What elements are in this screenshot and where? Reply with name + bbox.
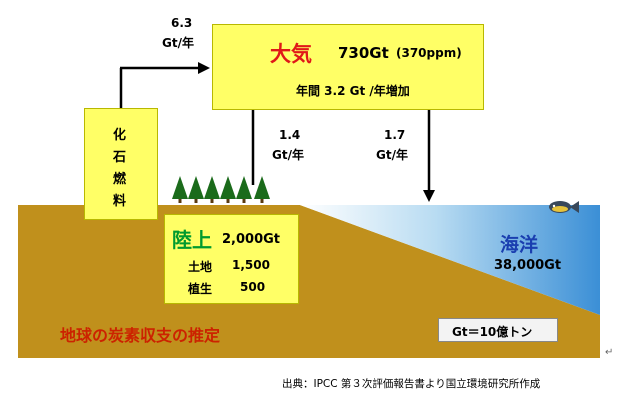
fossil-fuel-box [84, 108, 158, 220]
fossil-emission-arrow [119, 62, 210, 108]
unit-note: Gt＝10億トン [452, 325, 533, 339]
tree-icon [188, 176, 204, 203]
atmosphere-increase: 年間 3.2 Gt /年増加 [296, 84, 410, 98]
atmosphere-amount: 730Gt [338, 44, 389, 62]
land-row-label: 土地 [188, 260, 213, 274]
fossil-emission-value: 6.3 [171, 16, 193, 30]
diagram-title: 地球の炭素収支の推定 [60, 326, 221, 345]
source-citation: 出典：IPCC 第３次評価報告書より国立環境研究所作成 [282, 378, 541, 390]
fossil-emission-unit: Gt/年 [162, 36, 194, 50]
ocean-uptake-value: 1.7 [384, 128, 406, 142]
tree-icon [204, 176, 220, 203]
fossil-fuel-char: 石 [113, 150, 127, 165]
tree-icon [254, 176, 270, 203]
fossil-fuel-char: 料 [113, 194, 127, 209]
ocean-name: 海洋 [500, 234, 539, 256]
land-row-value: 500 [240, 280, 266, 294]
fossil-fuel-char: 燃 [113, 172, 127, 187]
land-name: 陸上 [172, 228, 212, 252]
ocean-water [300, 205, 600, 315]
atmosphere-ppm: (370ppm) [396, 46, 462, 60]
tree-icon [172, 176, 188, 203]
land-amount: 2,000Gt [222, 232, 281, 247]
ocean-uptake-arrow [423, 110, 435, 202]
land-row-value: 1,500 [232, 258, 270, 272]
unit-note-box [438, 318, 558, 342]
ocean-amount: 38,000Gt [494, 258, 562, 273]
atmosphere-box [212, 24, 484, 110]
tree-icon [220, 176, 236, 203]
land-uptake-unit: Gt/年 [272, 148, 304, 162]
land-box [164, 214, 299, 304]
return-mark: ↵ [605, 347, 614, 358]
ocean-uptake-unit: Gt/年 [376, 148, 408, 162]
tree-icon [236, 176, 252, 203]
atmosphere-name: 大気 [270, 42, 312, 66]
forest-trees [172, 176, 270, 203]
land-row-label: 植生 [188, 282, 213, 296]
fossil-fuel-char: 化 [113, 128, 127, 143]
fish-icon [549, 201, 579, 213]
land-uptake-value: 1.4 [279, 128, 301, 142]
